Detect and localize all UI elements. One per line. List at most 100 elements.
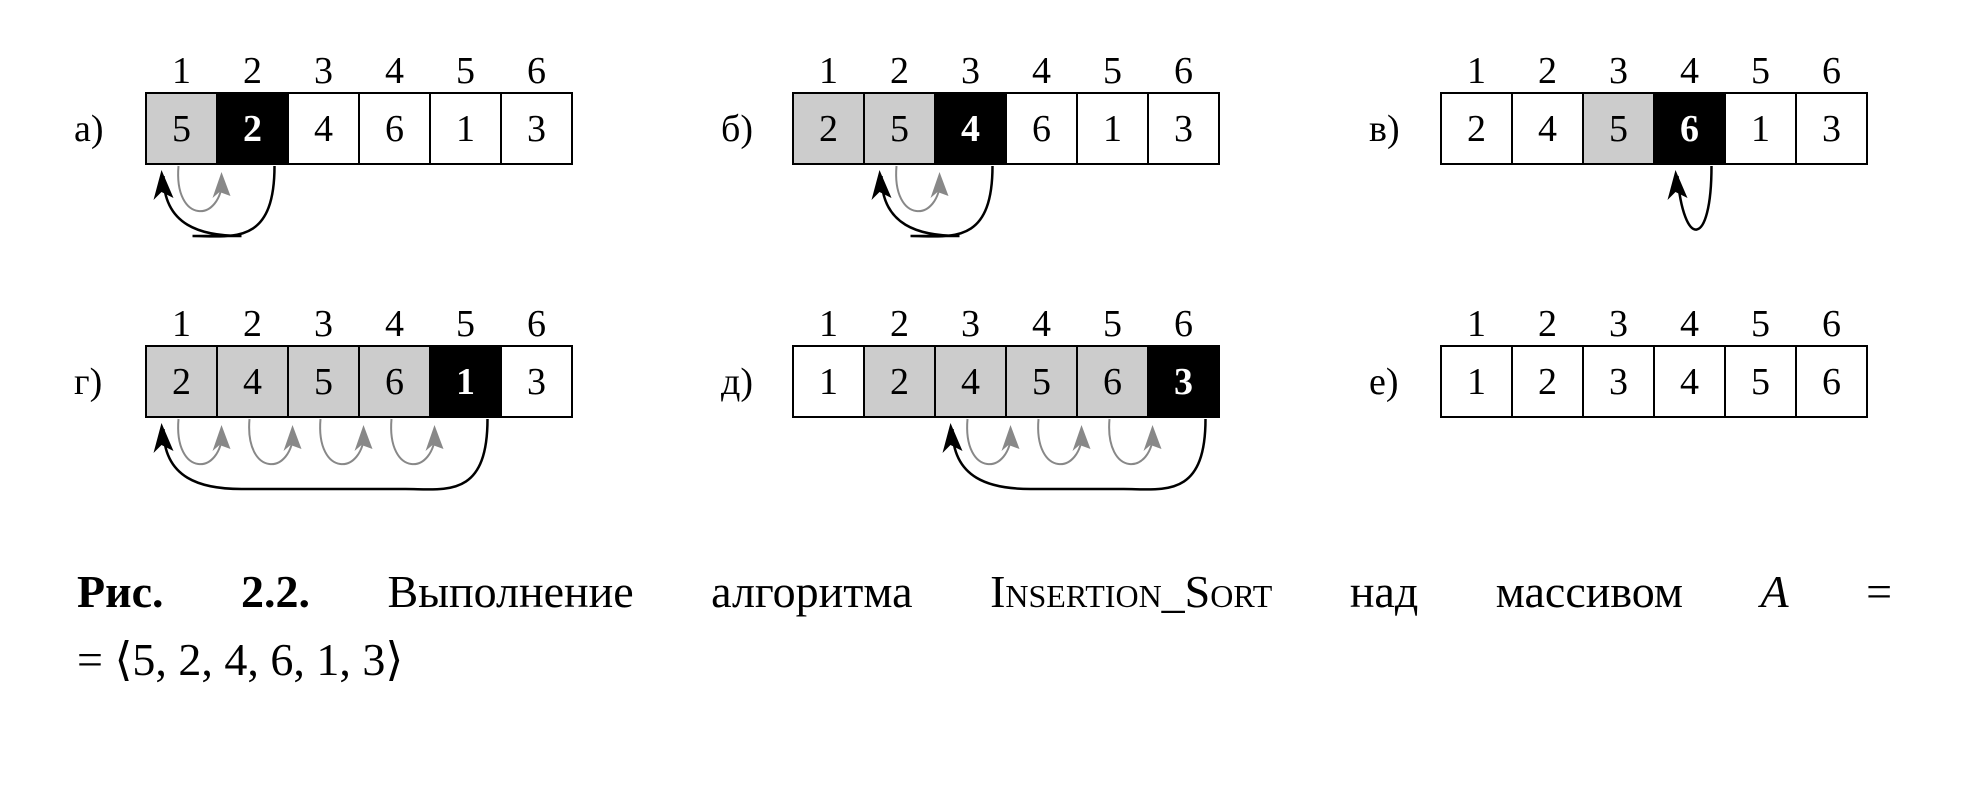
panel-label: г) — [74, 361, 102, 403]
shift-arrowhead — [1143, 425, 1162, 451]
cell-value: 3 — [1609, 361, 1628, 403]
array-cell — [1076, 345, 1149, 418]
cell-value: 5 — [314, 361, 333, 403]
array-cell — [1582, 92, 1655, 165]
panel-label: а) — [74, 108, 104, 150]
array-cell — [429, 92, 502, 165]
cell-value: 4 — [243, 361, 262, 403]
cell-value: 6 — [1103, 361, 1122, 403]
cell-value: 3 — [527, 361, 546, 403]
insert-arrow — [162, 165, 276, 238]
array-cell — [863, 345, 936, 418]
cell-index: 2 — [1538, 303, 1557, 345]
array-cell — [358, 345, 431, 418]
array-cell — [1005, 92, 1078, 165]
panel-label: е) — [1369, 361, 1399, 403]
cell-index: 5 — [1103, 50, 1122, 92]
cell-index: 4 — [1680, 50, 1699, 92]
figure-caption: Рис. 2.2. Выполнение алгоритма Insertion… — [77, 560, 1892, 624]
cell-index: 2 — [243, 303, 262, 345]
insert-arrowhead — [153, 423, 174, 453]
shift-arrowhead — [1072, 425, 1091, 451]
cell-index: 6 — [527, 50, 546, 92]
cell-value: 4 — [961, 361, 980, 403]
cell-index: 5 — [1751, 50, 1770, 92]
shift-arrowhead — [930, 172, 949, 198]
shift-arrowhead — [425, 425, 444, 451]
insert-arrow — [1676, 165, 1713, 231]
cell-value: 2 — [1467, 108, 1486, 150]
array-cell — [429, 345, 502, 418]
array-cell — [1147, 92, 1220, 165]
insert-arrowhead — [871, 170, 892, 200]
shift-arrowhead — [354, 425, 373, 451]
cell-value: 5 — [890, 108, 909, 150]
cell-index: 6 — [1822, 50, 1841, 92]
cell-index: 3 — [314, 50, 333, 92]
cell-value: 5 — [1609, 108, 1628, 150]
cell-index: 2 — [890, 303, 909, 345]
cell-index: 6 — [527, 303, 546, 345]
cell-value: 6 — [385, 361, 404, 403]
array-cell — [1511, 92, 1584, 165]
cell-value: 5 — [172, 108, 191, 150]
shift-arrowhead — [212, 425, 231, 451]
cell-index: 4 — [385, 50, 404, 92]
cell-index: 1 — [819, 303, 838, 345]
insert-arrow — [162, 418, 489, 491]
cell-index: 6 — [1822, 303, 1841, 345]
cell-value: 1 — [1467, 361, 1486, 403]
cell-value: 2 — [819, 108, 838, 150]
cell-value: 3 — [527, 108, 546, 150]
cell-value: 4 — [1680, 361, 1699, 403]
cell-value: 2 — [1538, 361, 1557, 403]
cell-index: 3 — [1609, 303, 1628, 345]
array-cell — [934, 92, 1007, 165]
cell-index: 1 — [819, 50, 838, 92]
cell-index: 6 — [1174, 50, 1193, 92]
cell-index: 5 — [456, 303, 475, 345]
cell-index: 3 — [961, 50, 980, 92]
cell-index: 5 — [1751, 303, 1770, 345]
insert-arrow — [880, 165, 994, 238]
array-cell — [1076, 92, 1149, 165]
shift-arrowhead — [1001, 425, 1020, 451]
array-cell — [1795, 345, 1868, 418]
cell-value: 1 — [1103, 108, 1122, 150]
cell-value: 6 — [1032, 108, 1051, 150]
array-cell — [287, 345, 360, 418]
cell-index: 6 — [1174, 303, 1193, 345]
array-cell — [145, 92, 218, 165]
cell-index: 2 — [890, 50, 909, 92]
cell-value: 1 — [456, 361, 475, 403]
cell-index: 3 — [961, 303, 980, 345]
cell-index: 1 — [1467, 50, 1486, 92]
cell-value: 3 — [1174, 361, 1193, 403]
cell-index: 2 — [243, 50, 262, 92]
cell-value: 3 — [1822, 108, 1841, 150]
cell-value: 6 — [1822, 361, 1841, 403]
array-cell — [1724, 92, 1797, 165]
array-cell — [1005, 345, 1078, 418]
shift-arrowhead — [283, 425, 302, 451]
cell-value: 6 — [385, 108, 404, 150]
caption-variable: A — [1760, 566, 1789, 617]
cell-value: 6 — [1680, 108, 1699, 150]
array-cell — [792, 345, 865, 418]
cell-index: 4 — [1680, 303, 1699, 345]
cell-value: 2 — [243, 108, 262, 150]
cell-value: 2 — [890, 361, 909, 403]
cell-value: 4 — [961, 108, 980, 150]
cell-index: 1 — [172, 50, 191, 92]
array-cell — [500, 345, 573, 418]
cell-index: 5 — [1103, 303, 1122, 345]
panel-label: д) — [721, 361, 753, 403]
caption-algorithm: Insertion_Sort — [990, 566, 1273, 617]
cell-index: 4 — [1032, 303, 1051, 345]
